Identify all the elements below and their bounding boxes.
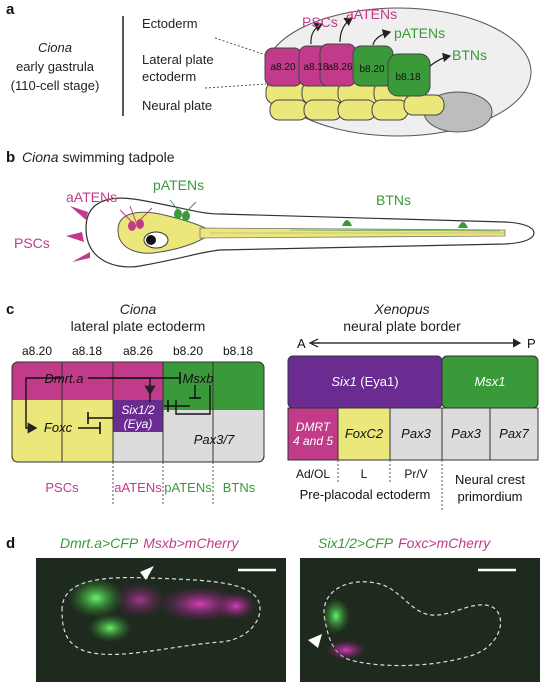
x-gene-foxc2: FoxC2 [345,426,384,441]
ncp-label-1: Neural crest [455,472,525,487]
arrowhead-right [308,634,322,648]
layer-lateral-1: Lateral plate [142,52,214,67]
fate-pscs: PSCs [302,14,338,30]
right-label-mcherry: Foxc>mCherry [398,535,491,551]
gene-six-1: Six1/2 [121,403,155,417]
cell-label-b8-18: b8.18 [395,72,420,83]
cell-label-a8-18: a8.18 [303,62,328,73]
eye-spot [146,235,156,245]
cell-b8-18 [387,53,431,97]
btns-neurons [289,220,501,232]
gene-pax37: Pax3/7 [194,432,235,447]
label-pscs: PSCs [14,235,50,251]
arrowhead-left [140,566,154,580]
fate-btns: BTNs [452,47,487,63]
lateral-plate-cells [264,43,431,97]
layer-lateral-2: ectoderm [142,69,196,84]
fate-patens: pATENs [394,25,445,41]
axis-a: A [297,336,306,351]
panel-letter-a: a [6,1,15,18]
micrograph-right [300,558,540,682]
left-label-mcherry: Msxb>mCherry [143,535,239,551]
x-region-pr-v: Pr/V [404,467,427,481]
xenopus-title-2: neural plate border [343,318,461,334]
arrow-pscs [310,22,324,45]
x-gene-msx1: Msx1 [474,374,505,389]
x-gene-dmrt-1: DMRT [296,420,332,434]
micrograph-left [36,558,286,682]
ciona-cell-b8-18: b8.18 [223,344,253,358]
panel-a: a Ciona early gastrula (110-cell stage) … [6,1,532,137]
ciona-title-2: lateral plate ectoderm [71,318,206,334]
ciona-fate-aatens: aATENs [114,480,162,495]
panel-b-title: Ciona swimming tadpole [22,149,175,165]
panel-letter-b: b [6,149,15,166]
dotted-guide-2 [204,83,267,89]
axis-p: P [527,336,536,351]
ciona-cell-a8-18: a8.18 [72,344,102,358]
gene-foxc: Foxc [44,420,73,435]
panel-b-title-rest: swimming tadpole [59,149,175,165]
right-label-cfp: Six1/2>CFP [318,535,394,551]
label-patens: pATENs [153,177,204,193]
panel-b: b Ciona swimming tadpole [6,149,535,268]
left-label-cfp: Dmrt.a>CFP [60,535,139,551]
arrow-btns [429,52,452,67]
arrow-patens [372,29,392,46]
xenopus-title-1: Xenopus [373,301,429,317]
fate-aatens: aATENs [346,6,397,22]
patens-neurons [169,199,197,221]
x-gene-pax3-b: Pax3 [451,426,481,441]
ciona-cell-a8-20: a8.20 [22,344,52,358]
panel-letter-c: c [6,301,14,318]
x-gene-pax7: Pax7 [499,426,529,441]
ciona-fate-pscs: PSCs [45,480,79,495]
cell-label-a8-20: a8.20 [270,62,295,73]
x-gene-pax3-a: Pax3 [401,426,431,441]
dotted-guide-1 [214,37,267,56]
cell-label-a8-26: a8.26 [327,62,352,73]
x-gene-six1-rest: (Eya1) [357,374,399,389]
label-aatens: aATENs [66,189,117,205]
ciona-fate-patens: pATENs [164,480,212,495]
organism-label: Ciona [38,40,72,55]
ncp-label-2: primordium [457,489,522,504]
layer-ectoderm: Ectoderm [142,16,198,31]
stage-line-2: (110-cell stage) [11,78,100,93]
panel-b-title-organism: Ciona [22,149,59,165]
layer-neural: Neural plate [142,98,212,113]
xenopus-diagram [287,355,539,461]
panel-letter-d: d [6,535,15,552]
aatens-neurons [119,205,153,231]
stage-line-1: early gastrula [16,59,95,74]
arrow-aatens [339,17,353,43]
cell-label-b8-20: b8.20 [359,64,384,75]
gene-six-2: (Eya) [124,417,153,431]
ciona-cell-b8-20: b8.20 [173,344,203,358]
ciona-title-1: Ciona [120,301,157,317]
pscs-marks [66,206,90,262]
x-region-ad-ol: Ad/OL [296,467,330,481]
ppe-label: Pre-placodal ectoderm [300,487,431,502]
x-gene-dmrt-2: 4 and 5 [293,434,333,448]
label-btns: BTNs [376,192,411,208]
panel-c: c Ciona lateral plate ectoderm Xenopus n… [6,301,539,510]
ciona-fate-btns: BTNs [223,480,256,495]
ciona-cell-a8-26: a8.26 [123,344,153,358]
gene-msxb: Msxb [182,371,213,386]
x-gene-six1-name: Six1 [331,374,356,389]
ciona-grn-diagram [11,361,265,463]
x-region-l: L [361,467,368,481]
gene-dmrt: Dmrt.a [45,371,84,386]
x-gene-six1: Six1 (Eya1) [331,374,398,389]
